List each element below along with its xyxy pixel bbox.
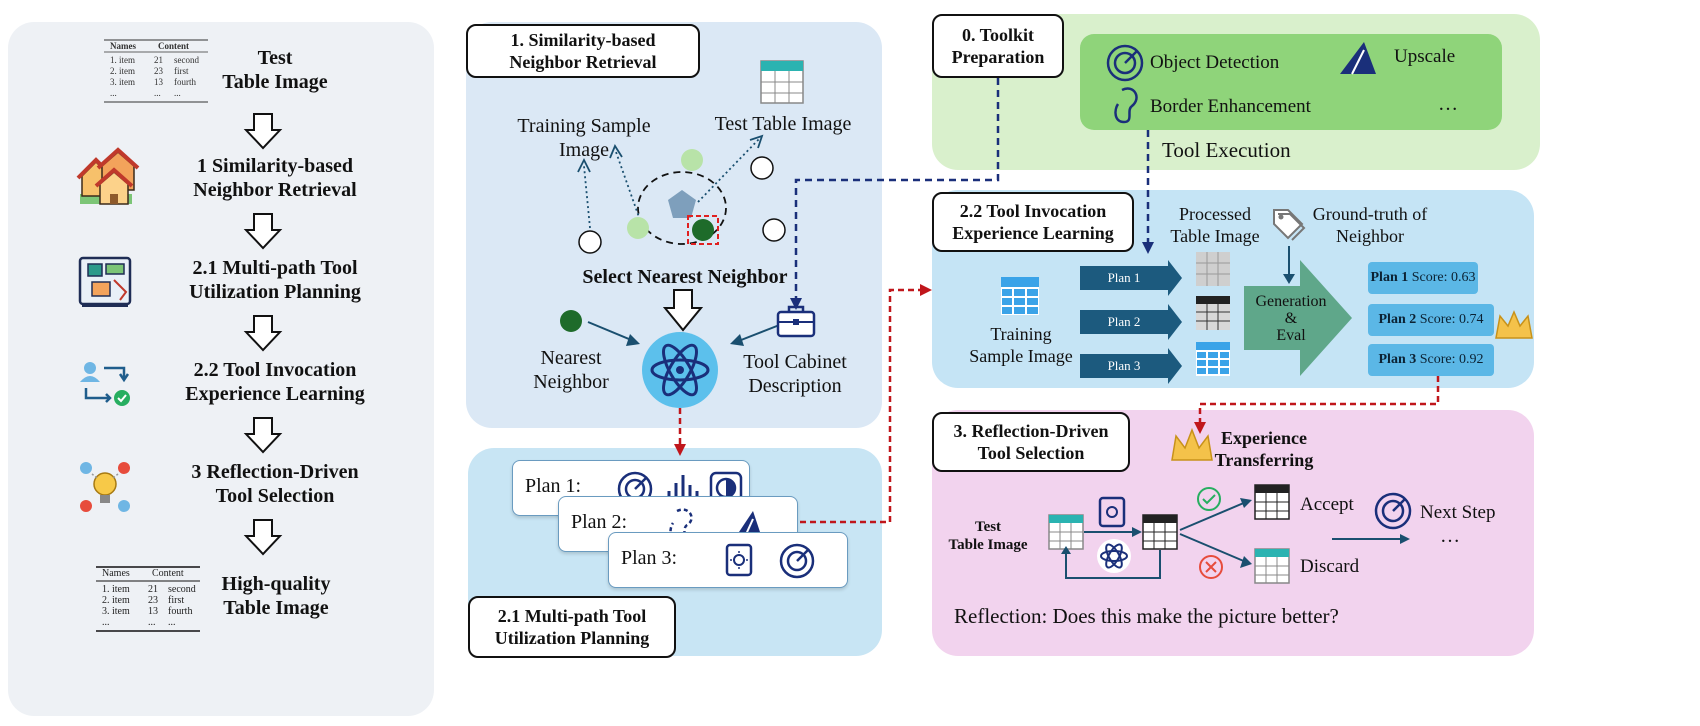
houses-icon [76,147,140,205]
next-step-label: Next Step [1420,502,1496,523]
pipeline-arrows [243,113,283,556]
gt-down-arrow [1283,246,1295,284]
training-table-icon [1001,277,1039,315]
reflection-output-table-icon [1142,514,1178,550]
training-sample-label: Training Sample Image [517,115,651,161]
select-nearest-label: Select Nearest Neighbor [582,266,788,288]
toolkit-upscale: Upscale [1394,46,1456,67]
ground-truth-label: Ground-truth of Neighbor [1312,204,1428,246]
score-plan-2: Plan 2 Score: 0.74 [1368,304,1494,336]
plan-card-1-label: Plan 1: [525,475,582,497]
reflection-question: Reflection: Does this make the picture b… [954,604,1339,628]
toolbox-icon [776,305,816,338]
reflection-crown-icon [1171,427,1213,461]
tool-execution-label: Tool Execution [1162,138,1291,162]
processed-table-label: Processed Table Image [1170,204,1260,246]
toolkit-object-detection-icon [1106,44,1144,82]
toolkit-more: … [1438,93,1458,115]
plan-card-2-label: Plan 2: [571,511,628,533]
embedding-space [577,134,786,254]
plan-card-3[interactable]: Plan 3: [608,532,848,588]
discard-label: Discard [1300,556,1360,577]
nearest-neighbor-dot [560,310,582,332]
test-table-icon [760,60,804,104]
lightbulb-icon [80,462,130,512]
atom-llm-icon [642,332,718,408]
accept-label: Accept [1300,494,1354,515]
next-step-arrow [1332,534,1410,544]
discard-x-icon [1199,555,1223,579]
processed-thumb-2 [1196,296,1230,330]
pipeline-panel [8,22,434,716]
planning-label: 2.1 Multi-path Tool Utilization Planning [468,596,676,658]
training-sample-image-label: Training Sample Image [969,324,1073,366]
reflection-label: 3. Reflection-Driven Tool Selection [932,412,1130,472]
hq-table-svg [96,566,200,632]
next-step-ellipsis: … [1440,525,1460,547]
generation-eval-label: Generation & Eval [1255,293,1327,344]
pipeline-step-1: 1 Similarity-based Neighbor Retrieval [193,155,357,201]
accept-table-icon [1254,484,1290,520]
reflection-test-table-label: Test Table Image [948,519,1028,553]
pipeline-step-3: 2.2 Tool Invocation Experience Learning [185,359,365,405]
toolkit-border-enhancement: Border Enhancement [1150,96,1311,117]
table-header-names: Names [110,41,136,51]
score-plan-1: Plan 1 Score: 0.63 [1368,262,1478,294]
exp-plan-2-arrow: Plan 2 [1080,304,1182,340]
next-step-radar-icon [1374,492,1412,530]
pipeline-step-4: 3 Reflection-Driven Tool Selection [191,461,359,507]
reflection-test-table-icon [1048,514,1084,550]
reflection-tool-icon [1098,496,1126,528]
retrieval-label: 1. Similarity-based Neighbor Retrieval [466,24,700,78]
toolkit-upscale-icon [1340,42,1376,75]
reflection-flow-arrows [1061,498,1252,579]
experience-label: 2.2 Tool Invocation Experience Learning [932,192,1134,252]
processed-thumb-3 [1196,342,1230,376]
table-thumbnail-svg [104,39,208,103]
exp-plan-1-arrow: Plan 1 [1080,260,1182,296]
processed-thumb-1 [1196,252,1230,286]
experience-transferring-label: Experience Transferring [1214,428,1314,470]
select-down-arrow [662,289,704,332]
tag-icon [1273,209,1306,241]
toolkit-border-enhancement-icon [1114,87,1138,124]
pipeline-step-2: 2.1 Multi-path Tool Utilization Planning [189,257,361,303]
crown-icon [1495,310,1533,339]
nearest-neighbor-label: Nearest Neighbor [533,347,609,393]
pipeline-step-test-table: Test Table Image [222,47,328,93]
pipeline-step-5: High-quality Table Image [221,573,331,619]
accept-check-icon [1197,487,1221,511]
toolkit-label: 0. Toolkit Preparation [932,14,1064,78]
toolkit-inner-box [1080,34,1502,130]
plan-card-3-label: Plan 3: [621,547,678,569]
score-plan-3: Plan 3 Score: 0.92 [1368,344,1494,376]
blueprint-icon [78,256,132,307]
atom-input-arrows [587,321,783,346]
table-header-content: Content [158,41,189,51]
tool-invocation-icon [80,362,130,406]
denoise-icon [725,543,753,577]
exp-plan-3-arrow: Plan 3 [1080,348,1182,384]
tool-cabinet-label: Tool Cabinet Description [743,351,847,397]
generation-eval-arrow [1244,260,1352,376]
toolkit-object-detection: Object Detection [1150,52,1280,73]
object-detection-icon-2 [779,543,815,579]
hq-header-names: Names [102,568,130,579]
hq-header-content: Content [152,568,184,579]
reflection-atom-icon [1097,539,1131,573]
discard-table-icon [1254,548,1290,584]
